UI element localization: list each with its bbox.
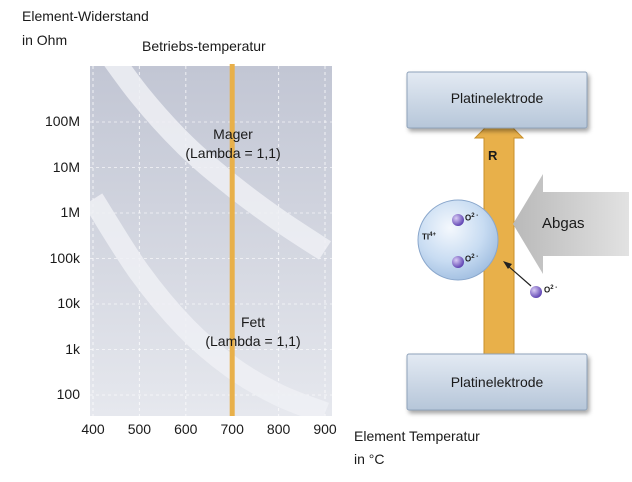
x-tick-label: 800 xyxy=(266,421,291,437)
top-electrode-label: Platinelektrode xyxy=(450,90,544,106)
marker-label: Betriebs-temperatur xyxy=(142,38,266,54)
oxygen-ion-1-icon xyxy=(452,214,464,226)
x-axis-label-line2: in °C xyxy=(354,451,385,467)
ion-move-arrowhead xyxy=(503,261,512,269)
y-tick-label: 100k xyxy=(49,249,80,266)
x-tick-label: 700 xyxy=(220,421,244,437)
y-tick-label: 10M xyxy=(52,158,80,175)
free-oxygen-ion-icon xyxy=(530,286,542,298)
x-axis-label-line1: Element Temperatur xyxy=(354,428,480,444)
y-tick-label: 10k xyxy=(57,295,80,311)
y-tick-label: 1k xyxy=(65,340,80,357)
oxygen-ion-2-icon xyxy=(452,256,464,268)
free-oxygen-ion-label: O2 - xyxy=(544,285,558,295)
series-rich-lambda: (Lambda = 1,1) xyxy=(205,333,301,349)
top-electrode xyxy=(406,71,588,129)
x-tick-label: 500 xyxy=(127,421,152,437)
y-tick-label: 1M xyxy=(60,204,80,220)
oxygen-ion-1-label: O2 - xyxy=(465,213,479,223)
series-rich-name: Fett xyxy=(240,314,266,330)
y-axis-label-line1: Element-Widerstand xyxy=(22,8,149,24)
bottom-electrode-label: Platinelektrode xyxy=(450,374,544,390)
series-lean-name: Mager xyxy=(213,126,253,142)
x-tick-label: 400 xyxy=(81,421,105,437)
sensor-diagram xyxy=(406,71,629,411)
oxygen-ion-2-label: O2 - xyxy=(465,254,479,264)
series-label-lean: Mager (Lambda = 1,1) xyxy=(163,125,303,163)
exhaust-gas-label: Abgas xyxy=(542,215,585,232)
chart-bands xyxy=(90,66,332,416)
titanium-ion-label: TI4+ xyxy=(422,232,436,242)
resistance-label: R xyxy=(488,148,498,163)
operating-temperature-marker xyxy=(229,64,235,416)
exhaust-gas-arrow xyxy=(513,174,629,274)
x-tick-label: 600 xyxy=(174,421,198,437)
y-tick-label: 100M xyxy=(44,113,80,129)
y-axis-label-line2: in Ohm xyxy=(22,32,68,48)
titanium-oxide-grain xyxy=(417,199,499,281)
series-lean-band xyxy=(104,66,332,260)
ion-move-arrow xyxy=(506,264,532,287)
series-rich-band xyxy=(90,193,329,416)
x-tick-label: 900 xyxy=(313,421,337,437)
series-lean-lambda: (Lambda = 1,1) xyxy=(185,145,281,161)
series-label-rich: Fett (Lambda = 1,1) xyxy=(183,313,323,351)
chart-plot xyxy=(90,64,332,416)
bottom-electrode xyxy=(406,353,588,411)
y-tick-label: 100 xyxy=(56,386,80,402)
